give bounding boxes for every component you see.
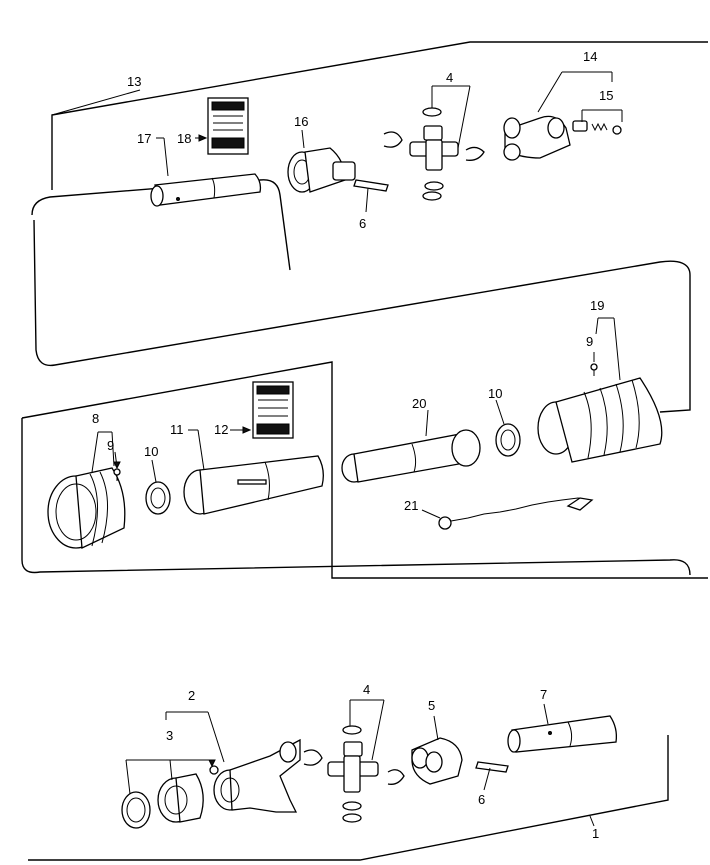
callout-3: 3 <box>166 728 173 743</box>
middle-assembly-panel <box>21 361 708 579</box>
part-8-safety-shield-cone <box>47 467 126 549</box>
callout-21: 21 <box>404 498 418 513</box>
callout-13: 13 <box>127 74 141 89</box>
part-10-bearing-ring-left <box>145 481 171 515</box>
callout-12: 12 <box>214 422 228 437</box>
callout-17: 17 <box>137 131 151 146</box>
part-6-roll-pin-top <box>353 179 389 192</box>
part-6-roll-pin-bottom <box>475 761 509 773</box>
callout-7: 7 <box>540 687 547 702</box>
callout-4-top: 4 <box>446 70 453 85</box>
part-7-inner-tube <box>507 715 618 753</box>
callout-9-left: 9 <box>107 438 114 453</box>
part-20-outer-tube <box>341 429 481 483</box>
part-11-inner-tube <box>183 455 324 515</box>
callout-1: 1 <box>592 826 599 841</box>
top-assembly-panel <box>31 41 708 413</box>
part-10-bearing-ring-right <box>495 423 521 457</box>
top-panel-border <box>51 41 708 190</box>
callout-11: 11 <box>170 422 184 437</box>
bottom-assembly-panel <box>28 735 669 861</box>
part-12-warning-decal <box>252 381 294 439</box>
part-3-bearing-ring-set <box>121 765 219 829</box>
part-5-inner-yoke <box>411 737 463 785</box>
bottom-panel-border <box>28 735 669 861</box>
part-15-lock-pin-kit <box>572 120 622 135</box>
part-2-implement-yoke <box>213 738 301 813</box>
part-17-outer-tube <box>150 173 262 207</box>
callout-10-left: 10 <box>144 444 158 459</box>
callout-20: 20 <box>412 396 426 411</box>
part-9-screw-right <box>590 363 598 376</box>
callout-18: 18 <box>177 131 191 146</box>
arrowheads <box>113 134 252 768</box>
callout-10-right: 10 <box>488 386 502 401</box>
part-19-safety-shield-cone <box>537 377 663 463</box>
part-21-safety-chain <box>438 497 594 530</box>
part-18-warning-decal <box>207 97 249 155</box>
middle-panel-lower-border <box>21 418 691 576</box>
callout-14: 14 <box>583 49 597 64</box>
top-panel-lower-border <box>31 179 691 413</box>
callout-15: 15 <box>599 88 613 103</box>
callout-16: 16 <box>294 114 308 129</box>
part-4-cross-kit-bottom <box>303 725 405 823</box>
callout-5: 5 <box>428 698 435 713</box>
part-14-tractor-yoke <box>503 115 571 161</box>
callout-9-right: 9 <box>586 334 593 349</box>
callout-6-bottom: 6 <box>478 792 485 807</box>
leader-lines <box>51 71 623 827</box>
part-4-cross-kit-top <box>383 107 485 201</box>
callout-2: 2 <box>188 688 195 703</box>
part-16-inner-yoke <box>287 147 356 193</box>
callout-8: 8 <box>92 411 99 426</box>
callout-6-top: 6 <box>359 216 366 231</box>
middle-panel-border <box>21 361 708 579</box>
callout-4-bottom: 4 <box>363 682 370 697</box>
callout-labels: 13 17 18 16 6 4 14 15 8 9 10 11 12 20 10… <box>92 49 613 841</box>
callout-19: 19 <box>590 298 604 313</box>
